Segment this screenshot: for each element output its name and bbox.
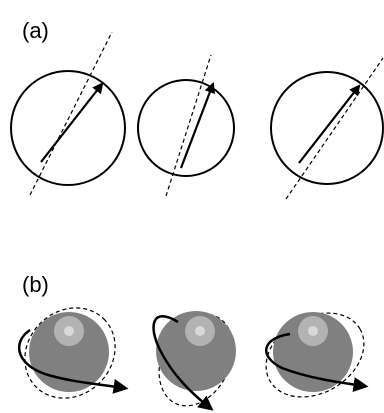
spin-arrow (179, 81, 216, 169)
panel-b-sphere-2 (152, 311, 236, 411)
orbit-dashed-ellipse (24, 307, 116, 399)
panel-a-circle-2 (137, 54, 235, 197)
sphere-spot (308, 326, 318, 336)
sphere-spot (195, 326, 205, 336)
axis-dashed-line (29, 31, 113, 196)
rotation-arrow (152, 315, 214, 411)
panel-a-circle-3 (270, 57, 384, 200)
rotation-arrow (265, 332, 369, 392)
panel-b-sphere-1 (18, 307, 129, 399)
spin-arrow (40, 82, 104, 163)
sphere-spot (64, 326, 74, 336)
sphere-body (29, 312, 109, 392)
axis-dashed-line (165, 54, 212, 197)
panel-b-label: (b) (22, 272, 49, 297)
panel-a-circle-1 (10, 31, 126, 196)
panel-a-label: (a) (22, 18, 49, 43)
spin-arrow (298, 84, 361, 164)
axis-dashed-line (285, 57, 384, 200)
rotation-arrow (18, 328, 129, 394)
sphere-body (156, 311, 236, 391)
panel-b-sphere-3 (265, 312, 369, 398)
circle-outline (270, 71, 384, 185)
circle-outline (137, 79, 235, 177)
circle-outline (10, 70, 126, 186)
